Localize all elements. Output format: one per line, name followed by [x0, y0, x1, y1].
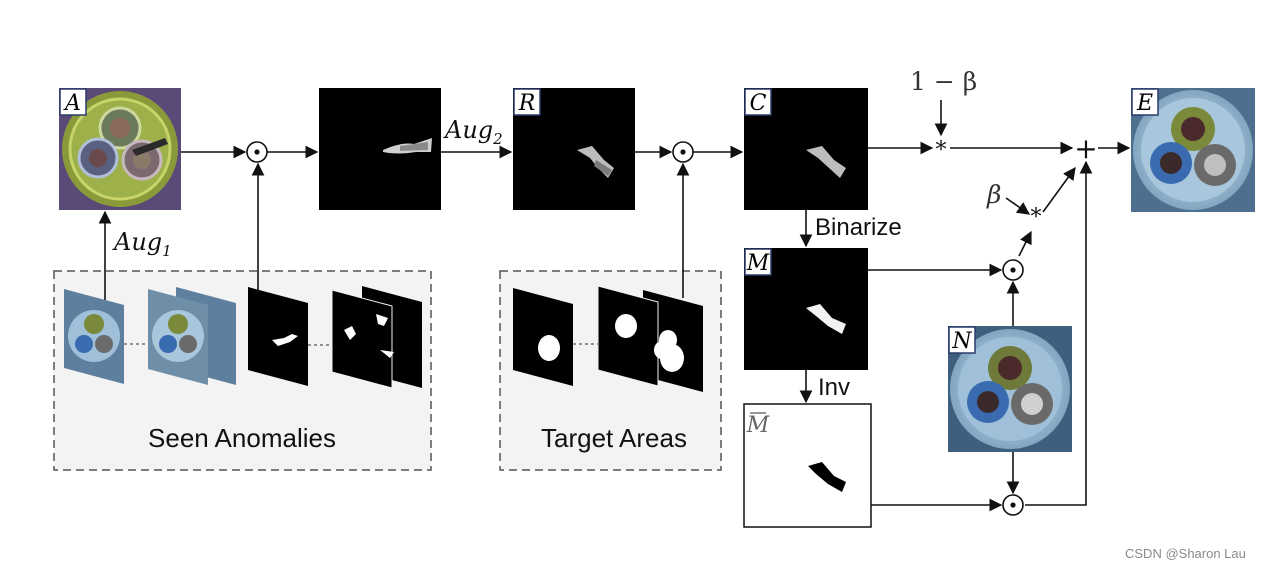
- svg-text:A: A: [63, 91, 81, 116]
- label-n: N: [948, 326, 976, 354]
- hadamard-op-4: [1002, 494, 1024, 516]
- seen-anomalies-label: Seen Anomalies: [148, 423, 336, 453]
- svg-text:Aug1: Aug1: [112, 228, 172, 260]
- hadamard-op-2: [672, 141, 694, 163]
- image-n: [948, 326, 1072, 452]
- target-areas-label: Target Areas: [541, 423, 687, 453]
- aug1-label: Aug1: [112, 228, 172, 260]
- svg-text:Aug2: Aug2: [443, 116, 503, 148]
- svg-text:N: N: [951, 329, 972, 354]
- svg-text:C: C: [750, 91, 767, 116]
- image-e: [1131, 88, 1255, 212]
- svg-text:E: E: [1136, 91, 1153, 116]
- watermark: CSDN @Sharon Lau: [1125, 546, 1246, 561]
- anomaly-image: [319, 88, 441, 210]
- one-minus-beta-label: 1 − β: [910, 67, 977, 96]
- label-c: C: [744, 88, 772, 116]
- label-r: R: [513, 88, 541, 116]
- label-e: E: [1131, 88, 1159, 116]
- seen-anomaly-image-stack-2: [148, 287, 236, 385]
- label-a: A: [59, 88, 87, 116]
- svg-text:R: R: [518, 91, 536, 116]
- arrows: [98, 100, 1131, 512]
- hadamard-op-1: [246, 141, 268, 163]
- binarize-label: Binarize: [815, 214, 902, 241]
- inv-label: Inv: [818, 374, 850, 401]
- svg-text:M: M: [746, 251, 770, 276]
- plus-op: +: [1074, 132, 1097, 165]
- seen-anomaly-mask-1: [248, 287, 308, 386]
- label-m: M: [744, 248, 772, 276]
- image-m-bar: M: [743, 403, 872, 528]
- target-mask-1: [513, 288, 573, 386]
- beta-label: β: [986, 180, 1001, 209]
- hadamard-op-3: [1002, 259, 1024, 281]
- target-mask-stack: [597, 285, 703, 392]
- seen-anomaly-image-stack-1: [64, 289, 124, 384]
- multiply-op-1: *: [936, 138, 947, 163]
- multiply-op-2: *: [1031, 205, 1042, 230]
- label-m-bar: M: [746, 413, 770, 438]
- seen-anomaly-mask-stack: [331, 286, 422, 389]
- aug2-label: Aug2: [443, 116, 503, 148]
